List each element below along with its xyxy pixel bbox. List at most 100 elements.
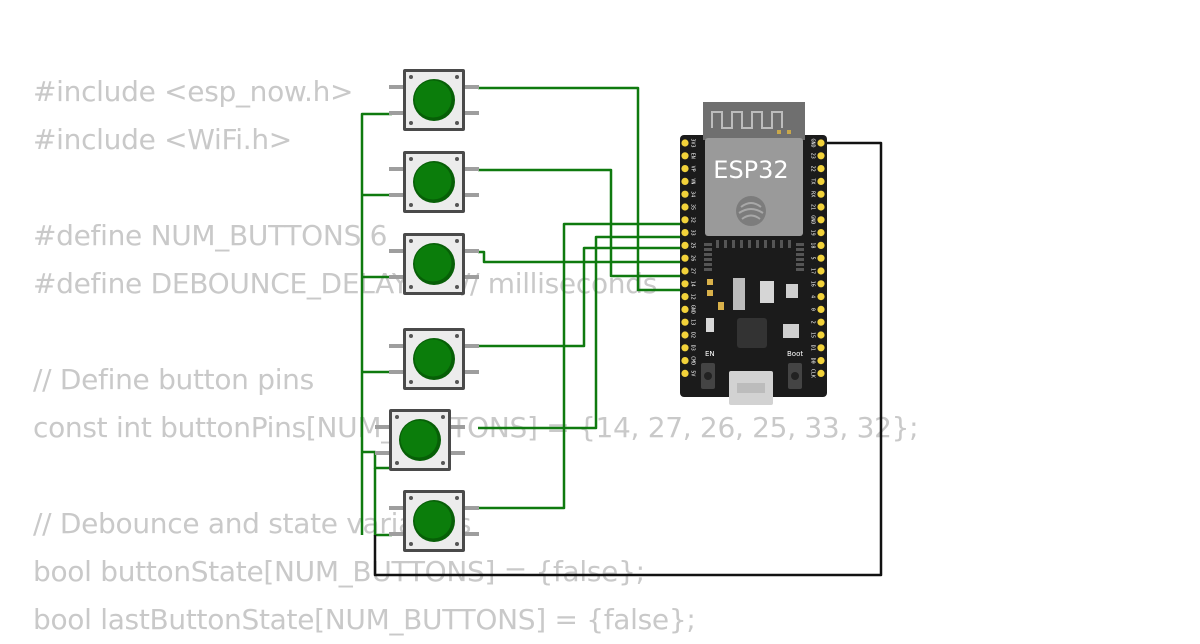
wire-gnd-bus [360,112,392,535]
push-button-3[interactable] [389,233,479,295]
pin-label: 18 [810,242,816,248]
pin-label: 27 [690,268,696,274]
pin-tx [817,177,825,185]
pin-14 [681,280,689,288]
pin-vn [681,177,689,185]
pin-label: 25 [690,242,696,248]
pin-5 [817,254,825,262]
pin-label: D1 [810,345,816,351]
pin-25 [681,241,689,249]
pin-label: TX [810,178,816,184]
code-line: // Define button pins [33,363,314,396]
antenna-module [703,102,805,140]
pin-vp [681,165,689,173]
code-line: const int buttonPins[NUM_BUTTONS] = {14,… [33,411,919,444]
pin-35 [681,203,689,211]
code-line: // Debounce and state variables [33,507,472,540]
antenna-pad [777,130,781,134]
pin-label: D0 [810,358,816,364]
chip-title: ESP32 [713,156,788,184]
pin-en [681,152,689,160]
pin-rx [817,190,825,198]
boot-label: Boot [787,350,803,358]
smd-part [786,284,798,298]
wire-gnd-b6 [373,468,392,537]
push-button-1[interactable] [389,69,479,131]
pin-23 [817,152,825,160]
pin-34 [681,190,689,198]
pin-18 [817,241,825,249]
pin-label: 16 [810,281,816,287]
push-button-4[interactable] [389,328,479,390]
pin-19 [817,229,825,237]
usb-chip [737,318,767,348]
pin-33 [681,229,689,237]
pin-3v3 [681,139,689,147]
pin-label: 22 [810,166,816,172]
pin-label: D3 [690,345,696,351]
pin-gnd [817,216,825,224]
pin-label: 5V [690,370,696,376]
pin-label: 32 [690,217,696,223]
pin-label: 5 [810,257,816,260]
pin-label: 3V3 [690,138,696,147]
pin-label: 33 [690,230,696,236]
pin-label: 19 [810,230,816,236]
pin-5v [681,369,689,377]
regulator [733,278,745,310]
code-line: #define DEBOUNCE_DELAY 50 // millisecond… [33,267,657,300]
pin-label: 15 [810,332,816,338]
pin-label: CLK [810,369,816,378]
wire-gnd-esp32 [373,141,883,577]
pin-15 [817,331,825,339]
wire-btn1-gpio [478,86,684,292]
pin-label: 4 [810,295,816,298]
wire-btn4-gpio [478,246,684,348]
pin-d2 [681,331,689,339]
push-button-5[interactable] [375,409,465,471]
push-button-6[interactable] [389,490,479,552]
pin-d0 [817,357,825,365]
pin-label: 34 [690,191,696,197]
pin-0 [817,305,825,313]
pin-gnd [817,139,825,147]
wire-btn3-gpio [478,250,684,264]
antenna-trace [711,111,783,129]
pin-label: 13 [690,319,696,325]
pin-gnd [681,305,689,313]
pin-27 [681,267,689,275]
pin-d1 [817,344,825,352]
code-line: #include <WiFi.h> [33,123,292,156]
code-line: bool buttonState[NUM_BUTTONS] = {false}; [33,555,645,588]
regulator-tab [760,281,774,303]
pin-label: GND [810,138,816,147]
pin-2 [817,318,825,326]
pin-21 [817,203,825,211]
smd-part [707,290,713,296]
code-line: #include <esp_now.h> [33,75,354,108]
pin-4 [817,293,825,301]
pin-13 [681,318,689,326]
pin-label: 17 [810,268,816,274]
pin-label: D2 [690,332,696,338]
pin-label: 12 [690,294,696,300]
pin-label: 0 [810,308,816,311]
pin-label: 14 [690,281,696,287]
pin-label: 2 [810,321,816,324]
wire-btn6-gpio [478,222,684,510]
pin-22 [817,165,825,173]
left-pin-header: 3V3ENVPVN343532332526271412GND13D2D3CMD5… [681,138,696,377]
antenna-pad [787,130,791,134]
pin-label: VP [690,166,696,172]
smd-part [783,324,799,338]
pin-16 [817,280,825,288]
rf-shield [705,138,803,236]
code-line: #define NUM_BUTTONS 6 [33,219,388,252]
push-button-2[interactable] [389,151,479,213]
pin-label: 26 [690,255,696,261]
pin-17 [817,267,825,275]
esp32-board: ESP32 EN Boot 3V3ENVPVN34353233252627141… [680,102,827,405]
wire-btn5-gpio [478,235,684,430]
code-listing: #include <esp_now.h> #include <WiFi.h> #de… [33,68,919,644]
